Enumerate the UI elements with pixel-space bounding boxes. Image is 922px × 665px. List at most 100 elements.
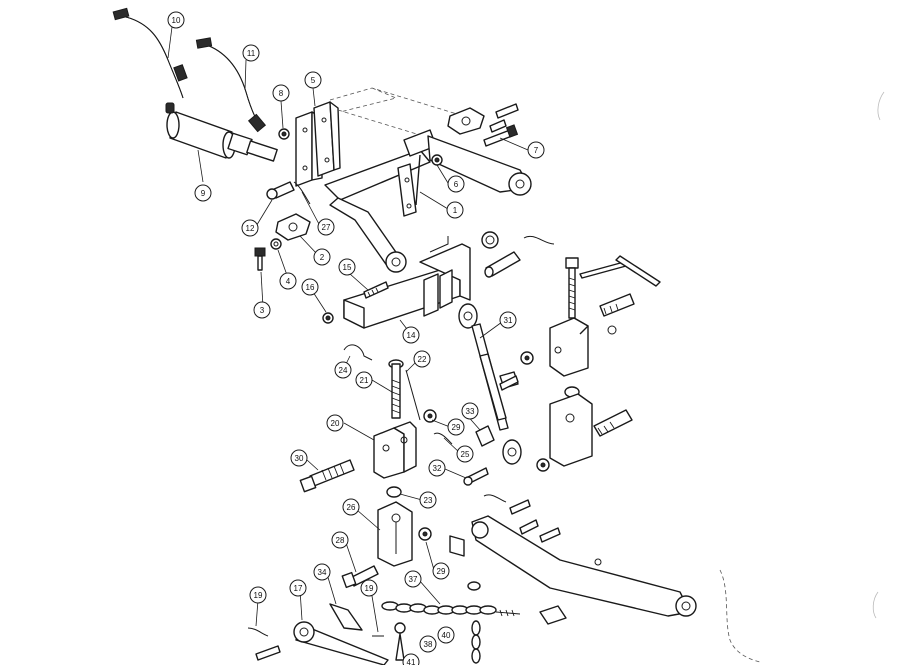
callout-circle (499, 311, 517, 329)
callout-circle (334, 361, 352, 379)
callout-label: 12 (246, 224, 255, 233)
callout-label: 19 (254, 591, 263, 600)
callout-5: 5 (304, 71, 322, 89)
callout-10: 10 (167, 11, 185, 29)
callout-label: 15 (343, 263, 352, 272)
callout-label: 5 (311, 76, 316, 85)
bolt-28 (341, 565, 379, 589)
washer-4 (270, 238, 282, 250)
callout-31: 31 (499, 311, 517, 329)
callout-circle (326, 414, 344, 432)
callout-label: 10 (172, 16, 181, 25)
callout-label: 7 (534, 146, 539, 155)
callout-label: 6 (454, 180, 459, 189)
small-pin-right (499, 375, 519, 391)
callout-label: 29 (437, 567, 446, 576)
callout-label: 17 (294, 584, 303, 593)
callout-label: 30 (295, 454, 304, 463)
callout-8: 8 (272, 84, 290, 102)
callout-label: 19 (365, 584, 374, 593)
callout-circle (527, 141, 545, 159)
nut-6 (431, 154, 443, 166)
callout-label: 28 (336, 536, 345, 545)
callout-29b: 29 (432, 562, 450, 580)
callout-15: 15 (338, 258, 356, 276)
callout-label: 33 (466, 407, 475, 416)
clip-24 (343, 344, 373, 361)
callout-circle (338, 258, 356, 276)
callout-14: 14 (402, 326, 420, 344)
bolt-30 (299, 459, 355, 493)
flange-block (447, 107, 485, 135)
rod-22 (405, 369, 421, 421)
nut-right-1 (520, 351, 534, 365)
pin-12 (266, 181, 295, 200)
long-rod (579, 255, 661, 287)
callout-29a: 29 (447, 418, 465, 436)
callout-22: 22 (413, 350, 431, 368)
callout-label: 38 (424, 640, 433, 649)
clevis-upper (549, 317, 589, 377)
callout-label: 23 (424, 496, 433, 505)
callout-19b: 19 (360, 579, 378, 597)
scan-marks (872, 91, 885, 619)
pin-21 (388, 359, 404, 419)
callout-circle (253, 301, 271, 319)
callout-40: 40 (437, 626, 455, 644)
callout-circle (355, 371, 373, 389)
callout-label: 24 (339, 366, 348, 375)
callout-label: 21 (360, 376, 369, 385)
block-26 (377, 501, 413, 567)
callout-16: 16 (301, 278, 319, 296)
bolt-15 (363, 281, 389, 299)
check-chain-right (719, 569, 761, 663)
callout-37: 37 (404, 570, 422, 588)
chain-37 (381, 581, 567, 625)
callout-circle (402, 326, 420, 344)
callout-label: 25 (461, 450, 470, 459)
callout-circle (432, 562, 450, 580)
pin-19-left (247, 627, 281, 661)
pin-32 (463, 467, 489, 486)
callout-circle (313, 248, 331, 266)
hydraulic-hose-10 (112, 7, 188, 99)
callout-19a: 19 (249, 586, 267, 604)
callout-17: 17 (289, 579, 307, 597)
plate-small (449, 535, 465, 557)
callout-label: 40 (442, 631, 451, 640)
callout-circle (317, 218, 335, 236)
hydraulic-cylinder (165, 102, 278, 183)
callout-circle (447, 175, 465, 193)
clevis-lower (549, 393, 593, 467)
callout-circle (437, 626, 455, 644)
lower-link-left (293, 621, 389, 665)
callout-label: 22 (418, 355, 427, 364)
callout-label: 2 (320, 253, 325, 262)
bracket-14 (343, 236, 471, 329)
callout-label: 41 (407, 658, 416, 665)
callout-label: 37 (409, 575, 418, 584)
bolt-3 (254, 247, 266, 271)
callout-circle (342, 498, 360, 516)
callout-7: 7 (527, 141, 545, 159)
callout-circle (413, 350, 431, 368)
callout-circle (456, 445, 474, 463)
link-38-41 (394, 622, 406, 661)
callout-32: 32 (428, 459, 446, 477)
callout-circle (249, 586, 267, 604)
callout-label: 32 (433, 464, 442, 473)
callout-3: 3 (253, 301, 271, 319)
callout-28: 28 (331, 531, 349, 549)
callout-circle (304, 71, 322, 89)
callout-27: 27 (317, 218, 335, 236)
callout-circle (419, 491, 437, 509)
callout-circle (428, 459, 446, 477)
nut-right-2 (536, 458, 550, 472)
hair-clip-25 (433, 432, 453, 445)
callout-25: 25 (456, 445, 474, 463)
bolt-right-1 (599, 293, 635, 335)
callout-23: 23 (419, 491, 437, 509)
callout-circle (301, 278, 319, 296)
callout-34: 34 (313, 563, 331, 581)
